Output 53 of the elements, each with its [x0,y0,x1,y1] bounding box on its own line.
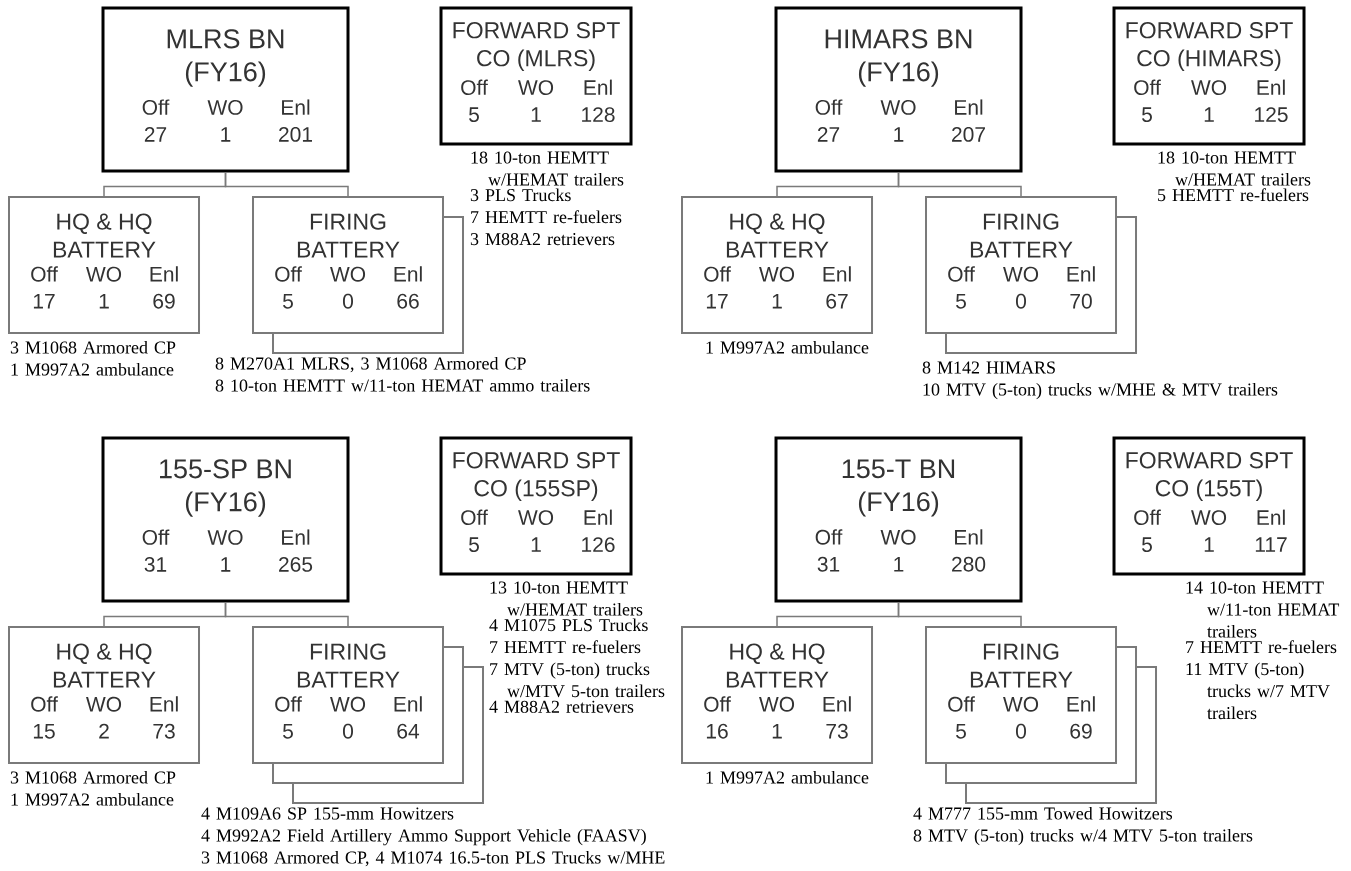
equipment-note: 8 M142 HIMARS [922,361,1055,374]
battery-box: HQ & HQ BATTERY Off WO Enl 17 1 69 [8,196,200,334]
node-label: FIRING [983,643,1059,660]
battery-box: HQ & HQ BATTERY Off WO Enl 15 2 73 [8,626,200,764]
support-company-box: FORWARD SPT CO (155SP) Off WO Enl 5 1 126 [439,436,633,576]
battery-box: HQ & HQ BATTERY Off WO Enl 17 1 67 [681,196,873,334]
support-company-box: FORWARD SPT CO (155T) Off WO Enl 5 1 117 [1112,436,1306,576]
connector-line [224,171,349,197]
battery-stack: FIRING BATTERY Off WO Enl 5 0 69 [925,626,1157,804]
battalion-box: HIMARS BN (FY16) Off WO Enl 27 1 207 [774,6,1023,173]
equipment-note: 1 M997A2 ambulance [11,362,174,376]
equipment-note: 5 HEMTT re-fuelers [1158,188,1309,202]
equipment-note: 4 M1075 PLS Trucks [489,618,648,632]
equipment-note: 3 M1068 Armored CP, 4 M1074 16.5-ton PLS Trucks w/MHE [201,850,665,867]
equipment-note: 8 10-ton HEMTT w/11-ton HEMAT ammo trailers [215,378,590,392]
equipment-note: 18 10-ton HEMTT w/HEMAT trailers [471,151,624,186]
equipment-note: 7 MTV (5-ton) trucks w/MTV 5-ton trailers [490,662,665,698]
equipment-note: 3 M1068 Armored CP [10,340,176,354]
battalion-box: 155-T BN (FY16) Off WO Enl 31 1 280 [774,436,1023,603]
connector-line [224,601,349,627]
equipment-note: 3 M88A2 retrievers [470,233,615,246]
equipment-note: 4 M992A2 Field Artillery Ammo Support Vehicle (FAASV) [201,828,646,846]
equipment-note: 7 HEMTT re-fuelers [471,210,622,224]
battery-box: HQ & HQ BATTERY Off WO Enl 16 1 73 [681,626,873,764]
equipment-note: 1 M997A2 ambulance [11,792,174,806]
equipment-note: 8 M270A1 MLRS, 3 M1068 Armored CP [215,356,526,373]
equipment-note: 3 PLS Trucks [470,188,571,202]
equipment-note: 4 M88A2 retrievers [489,700,634,713]
equipment-note: 11 MTV (5-ton) trucks w/7 MTV trailers [1186,662,1330,720]
equipment-note: 14 10-ton HEMTT w/11-ton HEMAT trailers [1186,581,1340,638]
battery-stack: FIRING BATTERY Off WO Enl 5 0 70 [925,196,1137,354]
equipment-note: 7 HEMTT re-fuelers [490,640,641,654]
equipment-note: 7 HEMTT re-fuelers [1186,640,1337,654]
equipment-note: 1 M997A2 ambulance [706,770,869,784]
equipment-note: 8 MTV (5-ton) trucks w/4 MTV 5-ton trailers [913,828,1253,846]
battalion-box: MLRS BN (FY16) Off WO Enl 27 1 201 [101,6,350,173]
battery-stack: FIRING BATTERY Off WO Enl 5 0 66 [252,196,464,354]
battalion-box: 155-SP BN (FY16) Off WO Enl 31 1 265 [101,436,350,603]
equipment-note: 18 10-ton HEMTT w/HEMAT trailers [1158,151,1311,186]
equipment-note: 4 M109A6 SP 155-mm Howitzers [201,807,454,820]
node-label: 5 [956,723,966,739]
connector-line [897,601,1022,627]
equipment-note: 13 10-ton HEMTT w/HEMAT trailers [490,581,643,616]
support-company-box: FORWARD SPT CO (HIMARS) Off WO Enl 5 1 125 [1112,6,1306,146]
node-label: 5 [283,723,293,739]
equipment-note: 4 M777 155-mm Towed Howitzers [913,806,1173,820]
connector-line [897,171,1022,197]
equipment-note: 3 M1068 Armored CP [10,770,176,784]
node-label: FIRING [310,643,386,660]
support-company-box: FORWARD SPT CO (MLRS) Off WO Enl 5 1 128 [439,6,633,146]
battery-stack: FIRING BATTERY Off WO Enl 5 0 64 [252,626,484,804]
equipment-note: 10 MTV (5-ton) trucks w/MHE & MTV trailers [923,382,1278,400]
equipment-note: 1 M997A2 ambulance [706,340,869,354]
